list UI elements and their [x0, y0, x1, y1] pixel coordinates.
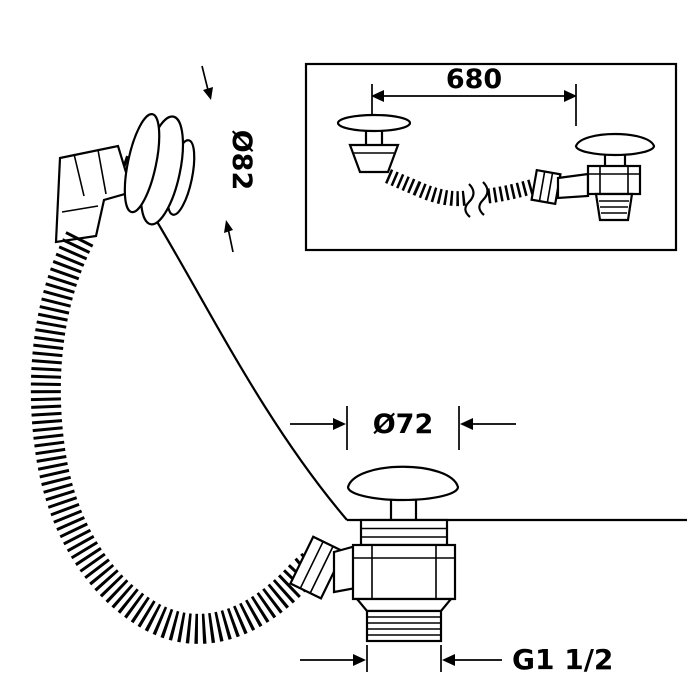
overflow-funnel — [348, 143, 400, 174]
arrowhead-down — [203, 87, 213, 100]
dimension-thread: G1 1/2 — [300, 643, 613, 676]
dimension-overflow-diameter: Ø82 — [201, 65, 257, 253]
dimension-waste-diameter: Ø72 — [290, 406, 516, 450]
inlet-pipe — [556, 172, 590, 200]
thread-lines — [599, 200, 629, 214]
gasket — [359, 518, 449, 547]
arrowhead-right — [333, 418, 346, 430]
arrowhead-left — [371, 90, 384, 102]
overflow-flange — [123, 113, 196, 226]
inset-drain-fitting — [530, 132, 656, 222]
drain-cap — [346, 465, 460, 502]
elbow-detail-lines — [61, 149, 107, 213]
body-facets — [353, 545, 455, 599]
drain-assembly — [346, 465, 460, 643]
threaded-outlet — [365, 609, 443, 643]
inset-hose — [412, 178, 537, 218]
overflow-handle — [336, 113, 412, 133]
hose-nut — [530, 168, 562, 206]
gasket-lines — [361, 527, 447, 538]
cap-stem — [389, 499, 418, 519]
arrowhead-right — [353, 654, 366, 666]
nut-facets — [538, 171, 554, 203]
inset-dimension-680: 680 — [371, 64, 577, 126]
body-facets — [588, 166, 640, 194]
dimension-line-bottom — [227, 227, 234, 253]
overflow-elbow — [54, 144, 134, 244]
thread-lines — [367, 616, 441, 636]
ribbed-joint — [385, 169, 419, 195]
inset-overflow-fitting — [336, 113, 419, 195]
break-line — [478, 181, 489, 216]
nut-body — [530, 168, 562, 206]
inset-panel: 680 — [304, 62, 678, 252]
outlet-taper — [354, 597, 454, 613]
drain-body — [586, 164, 642, 196]
tub-wall-line — [149, 209, 348, 521]
hose-segment-right — [487, 178, 537, 204]
arrowhead-left — [442, 654, 455, 666]
drain-cap — [574, 132, 656, 157]
break-line — [464, 183, 475, 218]
dimension-label-82: Ø82 — [226, 130, 257, 191]
nut-facets — [299, 541, 334, 594]
flange-disc-front — [123, 113, 161, 214]
inset-hose-break — [464, 181, 489, 218]
dimension-label-thread: G1 1/2 — [512, 643, 613, 676]
flexible-hose — [30, 231, 332, 644]
overflow-stem — [364, 131, 384, 145]
dimension-label-72: Ø72 — [373, 409, 434, 440]
dimension-label-680: 680 — [446, 64, 502, 95]
cap-stem — [603, 155, 627, 166]
tee-body — [351, 543, 457, 601]
arrowhead-right — [564, 90, 577, 102]
hose-nut-main — [288, 535, 358, 600]
arrowhead-left — [460, 418, 473, 430]
arrowhead-up — [224, 220, 233, 233]
overflow-assembly — [54, 113, 196, 244]
